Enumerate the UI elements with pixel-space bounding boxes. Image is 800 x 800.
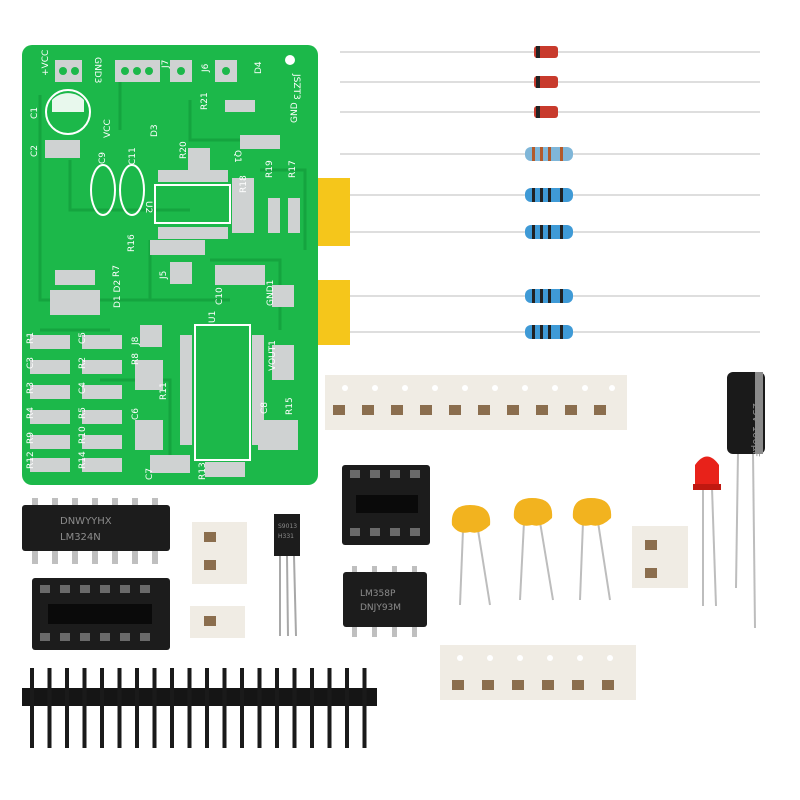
silk-c10: C10 — [215, 287, 225, 305]
silk-jszt3: JSZT3 — [291, 73, 301, 100]
silk-r17: R17 — [288, 160, 298, 178]
silk-r18: R18 — [239, 175, 249, 193]
silk-c3: C3 — [26, 357, 36, 369]
silk-gnd1: GND1 — [266, 280, 276, 306]
smd-tape-strip-large — [325, 375, 627, 430]
silk-r2: R2 — [78, 357, 88, 369]
silk-j5: J5 — [159, 271, 169, 280]
dip8-socket — [342, 465, 430, 545]
silk-r14: R14 — [78, 451, 88, 469]
silk-c7: C7 — [145, 468, 155, 480]
silk-d4: D4 — [254, 61, 264, 74]
lm324-marking-2: LM324N — [60, 532, 101, 543]
silk-r15: R15 — [285, 397, 295, 415]
silk-vcc2: VCC — [103, 119, 113, 138]
silk-c2: C2 — [30, 145, 40, 157]
electrolytic-capacitor: 25V 100μF — [727, 372, 765, 629]
red-led — [693, 456, 721, 607]
lm324-marking-1: DNWYYHX — [60, 516, 112, 527]
silk-c6: C6 — [131, 408, 141, 420]
lm324-chip: DNWYYHX LM324N — [22, 498, 170, 564]
silk-r1: R1 — [26, 332, 36, 344]
transistor-marking-2: H331 — [278, 533, 294, 540]
silk-r5: R5 — [78, 407, 88, 419]
electrolytic-marking: 25V 100μF — [750, 403, 761, 457]
silk-r9: R9 — [26, 432, 36, 444]
smd-tape-strip-small — [190, 522, 688, 638]
silk-u2: U2 — [143, 201, 153, 213]
transistor-marking-1: S9013 — [278, 523, 297, 530]
silk-c8: C8 — [260, 402, 270, 414]
silk-d3: D3 — [150, 124, 160, 137]
silk-vout1: VOUT1 — [268, 340, 278, 371]
silk-r4: R4 — [26, 407, 36, 419]
silk-r8: R8 — [131, 353, 141, 365]
pin-header — [22, 668, 377, 748]
silk-r20: R20 — [179, 141, 189, 159]
silk-c11: C11 — [128, 147, 138, 165]
silk-r7: R7 — [112, 265, 122, 277]
resistors — [525, 147, 573, 339]
silk-r10: R10 — [78, 426, 88, 444]
silk-vcc: +VCC — [41, 50, 51, 76]
dip14-socket — [32, 578, 170, 650]
ceramic-capacitors — [451, 498, 612, 606]
silk-r11: R11 — [159, 382, 169, 400]
smd-tape-strip-bottom — [440, 645, 636, 700]
silk-c4: C4 — [78, 382, 88, 394]
silk-gnd: GND — [290, 102, 300, 123]
pcb-board: +VCC GND3 J7 J6 D4 JSZT3 C1 C2 VCC C9 C1… — [22, 45, 328, 485]
silk-r3: R3 — [26, 382, 36, 394]
silk-gnd3: GND3 — [92, 57, 102, 83]
silk-r13: R13 — [198, 462, 208, 480]
silk-j8: J8 — [131, 336, 141, 346]
yellow-tape — [318, 178, 350, 345]
diodes — [534, 46, 558, 118]
transistor-to92: S9013 H331 — [274, 514, 300, 637]
silk-r16: R16 — [127, 234, 137, 252]
lm358-marking-1: LM358P — [360, 589, 396, 599]
silk-j7: J7 — [161, 60, 171, 69]
silk-c1: C1 — [30, 107, 40, 119]
silk-r21: R21 — [200, 92, 210, 110]
lm358-chip: LM358P DNJY93M — [343, 566, 427, 637]
lm358-marking-2: DNJY93M — [360, 603, 401, 613]
silk-c5: C5 — [78, 332, 88, 344]
silk-q1: Q1 — [232, 150, 242, 163]
silk-c9: C9 — [98, 152, 108, 164]
silk-d1d2: D1 D2 — [113, 280, 123, 308]
silk-j6: J6 — [201, 63, 211, 73]
silk-r12: R12 — [26, 451, 36, 469]
silk-r19: R19 — [265, 160, 275, 178]
silk-u1: U1 — [208, 311, 218, 323]
